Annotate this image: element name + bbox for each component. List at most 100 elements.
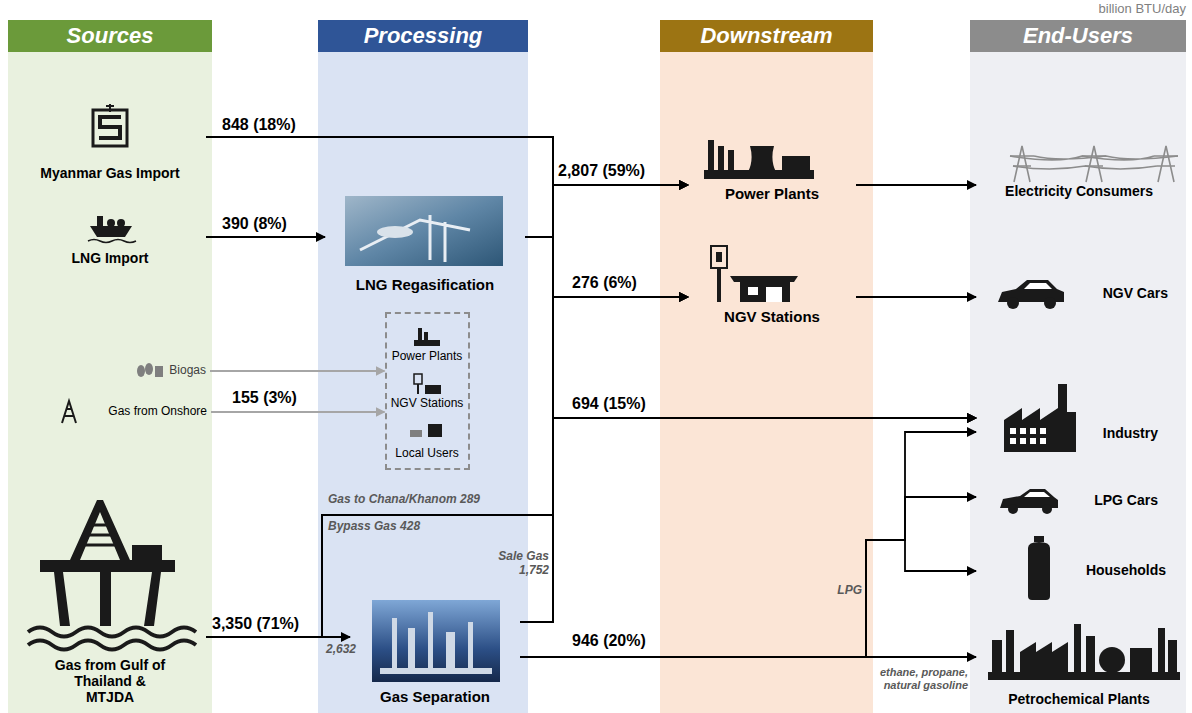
flow-label: Bypass Gas 428 — [328, 520, 420, 534]
flow-arrow — [206, 418, 976, 637]
offshore-rig-icon — [54, 572, 161, 626]
myanmar-gas-logo — [93, 104, 127, 146]
flow-label: 390 (8%) — [222, 215, 287, 233]
petrochemical-plant-icon — [1006, 630, 1014, 674]
node-label: Gas Separation — [380, 688, 490, 705]
flow-arrow — [520, 497, 976, 657]
power-plant-icon — [718, 146, 724, 172]
transmission-pylons-icon — [1082, 146, 1106, 182]
factory-icon — [1010, 428, 1016, 434]
small-plant-icons — [410, 430, 422, 437]
small-plant-icons — [425, 385, 441, 394]
node-label: LNG Regasification — [356, 276, 494, 293]
node-label: Gas from Gulf of Thailand & MTJDA — [49, 657, 171, 705]
offshore-rig-icon — [28, 628, 196, 650]
flow-arrow — [206, 185, 688, 637]
downstream-node: NGV Stations — [688, 242, 856, 328]
local-use-box: Power PlantsNGV StationsLocal Users — [385, 312, 470, 470]
lng-ship-icon — [107, 219, 115, 227]
myanmar-gas-logo — [99, 117, 121, 138]
offshore-rig-icon — [70, 500, 130, 560]
offshore-rig-icon — [40, 560, 175, 572]
lpg-car-icon — [1008, 504, 1018, 514]
petrochemical-plant-icon — [1168, 640, 1177, 674]
lpg-car-icon — [1000, 489, 1058, 514]
end-user-node: Households — [976, 530, 1182, 610]
transmission-pylons-icon — [1010, 146, 1178, 182]
flow-arrow — [856, 184, 976, 186]
column-title: Processing — [318, 20, 528, 52]
biogas-icon — [137, 363, 163, 377]
lng-ship-icon — [88, 240, 136, 243]
lng-terminal-photo — [345, 196, 503, 266]
annotation: 276 (6%) — [572, 274, 637, 292]
offshore-rig-icon — [28, 500, 196, 650]
annotation: ethane, propane, natural gasoline — [872, 666, 968, 691]
node-label: Power Plants — [392, 350, 463, 364]
small-plant-icons — [414, 340, 440, 346]
gas-separation-plant-photo — [408, 628, 415, 674]
factory-icon — [1040, 438, 1046, 444]
offshore-rig-icon — [132, 545, 162, 560]
column-title: End-Users — [970, 20, 1186, 52]
ngv-station-icon — [717, 268, 721, 302]
flow-arrow — [210, 370, 385, 372]
lpg-car-icon — [1042, 504, 1052, 514]
petrochemical-plant-icon — [1074, 624, 1081, 674]
gas-separation-plant-photo — [468, 622, 473, 674]
small-plant-icons — [428, 424, 442, 437]
flow-label: 848 (18%) — [222, 116, 296, 134]
node-label: Households — [1086, 562, 1166, 578]
petrochemical-plant-icon — [988, 672, 1180, 680]
petrochemical-plant-icon — [1086, 636, 1095, 674]
ngv-car-icon — [1024, 283, 1052, 289]
end-user-node: Electricity Consumers — [976, 140, 1182, 202]
end-user-node: LPG Cars — [976, 480, 1182, 520]
column-header: DownstreamPower PlantsNGV Stations — [660, 20, 873, 713]
gas-cylinder-icon — [1028, 542, 1050, 600]
lng-ship-icon — [97, 216, 103, 226]
flow-arrow — [206, 137, 976, 418]
flow-arrow — [520, 540, 976, 657]
small-plant-icons — [414, 374, 422, 384]
column-title: Sources — [8, 20, 212, 52]
flow-arrow — [525, 237, 976, 418]
flow-arrow — [211, 411, 385, 413]
ngv-station-icon — [740, 282, 790, 302]
end-user-node: NGV Cars — [976, 268, 1180, 318]
petrochemical-plant-icon — [1130, 648, 1152, 674]
node-label: Petrochemical Plants — [1008, 691, 1150, 707]
node-label: Local Users — [395, 447, 458, 461]
end-user-node: Petrochemical Plants — [976, 615, 1182, 710]
factory-icon — [1004, 408, 1076, 452]
factory-icon — [1030, 438, 1036, 444]
lng-ship-icon — [117, 219, 125, 227]
gas-cylinder-icon — [1028, 536, 1050, 600]
ngv-station-icon — [711, 246, 798, 302]
gas-cylinder-icon — [1034, 536, 1044, 542]
flow-arrow — [525, 185, 688, 237]
node-label: Gas from Onshore — [108, 405, 207, 419]
node-label: NGV Stations — [391, 397, 464, 411]
flow-arrow — [206, 297, 688, 637]
lpg-car-icon — [1024, 492, 1050, 497]
flow-arrow — [206, 137, 688, 297]
transmission-pylons-icon — [1010, 146, 1034, 182]
power-plant-icon — [728, 150, 734, 172]
flow-arrow — [206, 236, 325, 238]
annotation: LPG — [837, 584, 862, 598]
factory-icon — [1040, 428, 1046, 434]
petrochemical-plant-icon — [992, 640, 1002, 674]
gas-separation-plant-photo — [372, 600, 500, 682]
source-node: Gas from Gulf of Thailand & MTJDA — [14, 490, 206, 708]
column-title: Downstream — [660, 20, 873, 52]
factory-icon — [1010, 428, 1046, 444]
flow-arrow — [520, 432, 976, 657]
biogas-icon — [155, 366, 163, 377]
gas-separation-plant-photo — [380, 612, 492, 674]
node-label: LNG Import — [72, 250, 149, 266]
node-label: LPG Cars — [1094, 492, 1158, 508]
